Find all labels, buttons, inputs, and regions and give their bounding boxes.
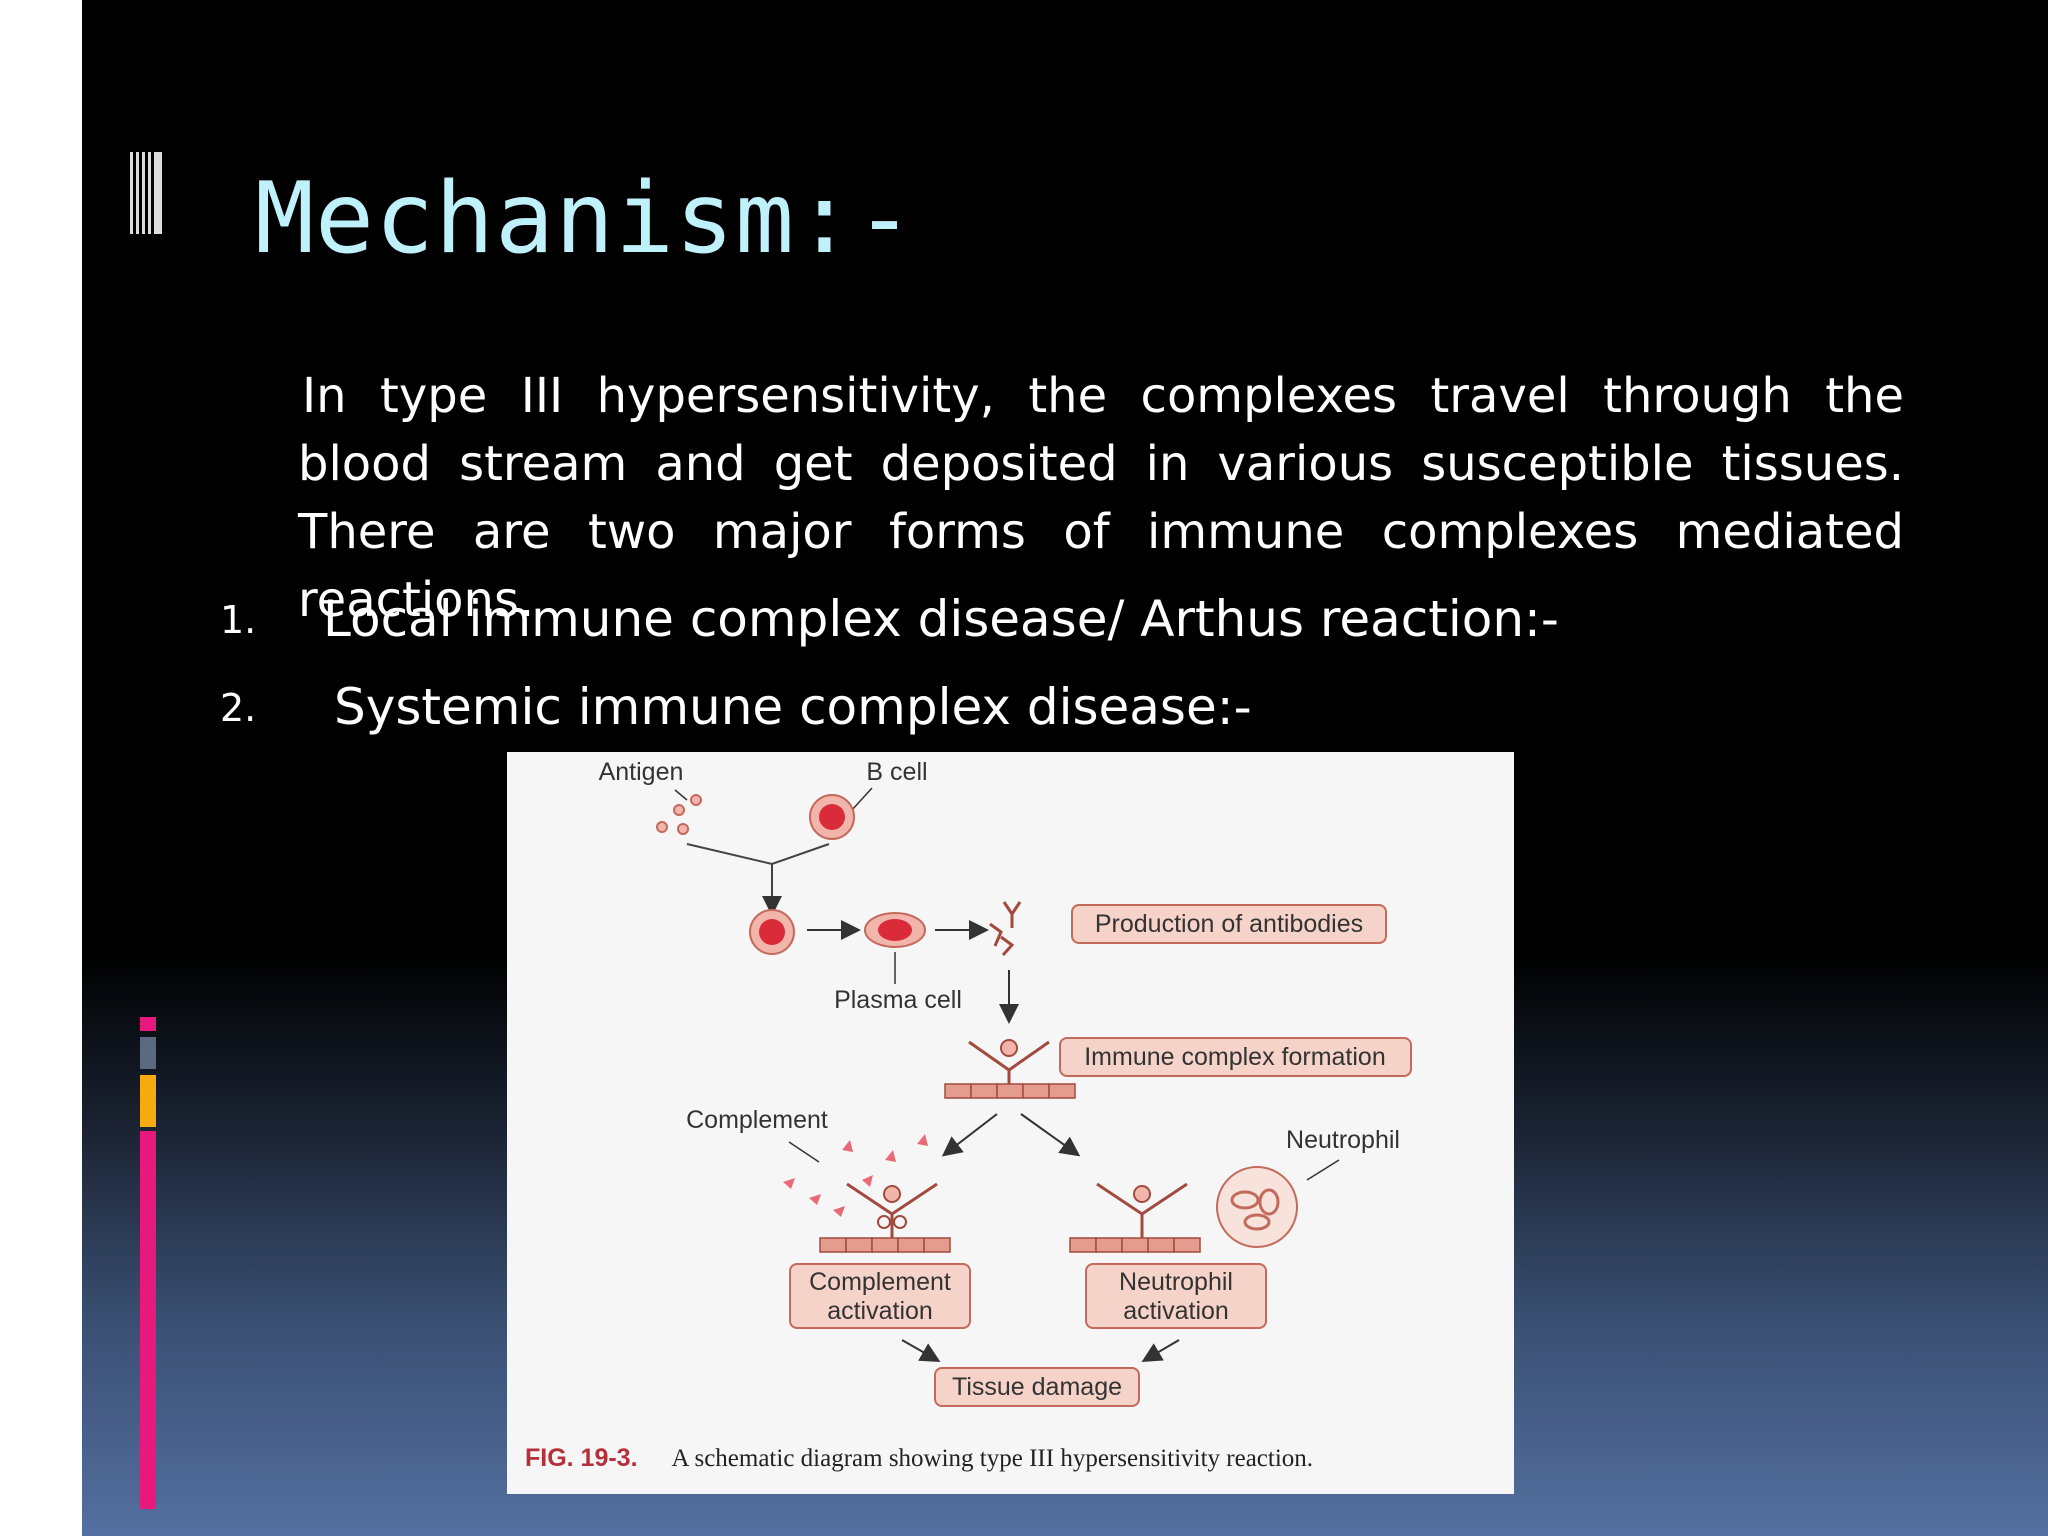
list-text: Local immune complex disease/ Arthus rea… (323, 590, 1559, 648)
b-cell-label: B cell (866, 758, 927, 786)
caption-figure-number: FIG. 19-3. (525, 1444, 638, 1472)
intro-paragraph: In type III hypersensitivity, the comple… (298, 368, 1904, 628)
antigen-label: Antigen (599, 758, 684, 786)
accent-bar-gray (140, 1037, 156, 1069)
accent-bar-pink-top (140, 1017, 156, 1031)
complement-activation-line2: activation (827, 1297, 933, 1325)
tissue-damage-label: Tissue damage (952, 1373, 1122, 1401)
caption-text: A schematic diagram showing type III hyp… (671, 1445, 1314, 1472)
neutrophil-activation-box (1085, 1263, 1267, 1329)
complement-activation-box (789, 1263, 971, 1329)
figure-caption: FIG. 19-3. A schematic diagram showing ty… (525, 1444, 1313, 1473)
antibody-icon (989, 901, 1022, 957)
left-margin (0, 0, 82, 1536)
neutrophil-activation-line2: activation (1123, 1297, 1229, 1325)
tissue-damage-box (934, 1367, 1140, 1407)
neutrophil-label: Neutrophil (1286, 1126, 1400, 1154)
list-text: Systemic immune complex disease:- (334, 678, 1252, 736)
accent-bar-pink (140, 1131, 156, 1509)
diagram-svg: Antigen B cell Plasma cell (599, 758, 1412, 1407)
complement-complex-icon (846, 1182, 938, 1238)
list-number: 1. (220, 598, 257, 642)
accent-bar-yellow (140, 1075, 156, 1127)
complement-icon (783, 1134, 928, 1217)
hypersensitivity-diagram: Antigen B cell Plasma cell (507, 752, 1514, 1494)
activated-b-cell-icon (749, 909, 795, 955)
tissue-icon (944, 1083, 1076, 1099)
complement-label: Complement (686, 1106, 828, 1134)
neutrophil-activation-line1: Neutrophil (1119, 1268, 1233, 1296)
tissue-icon (1069, 1237, 1201, 1253)
complement-activation-line1: Complement (809, 1268, 951, 1296)
immune-complex-box (1059, 1037, 1412, 1077)
antigen-icon (656, 794, 702, 835)
slide-title: Mechanism:- (255, 162, 916, 276)
production-box (1071, 904, 1387, 944)
plasma-cell-icon (864, 912, 926, 948)
plasma-cell-label: Plasma cell (834, 986, 962, 1014)
immune-complex-box-label: Immune complex formation (1084, 1043, 1386, 1071)
tissue-icon (819, 1237, 951, 1253)
list-number: 2. (220, 686, 257, 730)
b-cell-icon (809, 794, 855, 840)
neutrophil-complex-icon (1096, 1182, 1188, 1238)
immune-complex-icon (968, 1039, 1050, 1084)
production-box-label: Production of antibodies (1095, 910, 1363, 938)
decorative-stripes (130, 152, 162, 234)
neutrophil-icon (1216, 1166, 1298, 1248)
